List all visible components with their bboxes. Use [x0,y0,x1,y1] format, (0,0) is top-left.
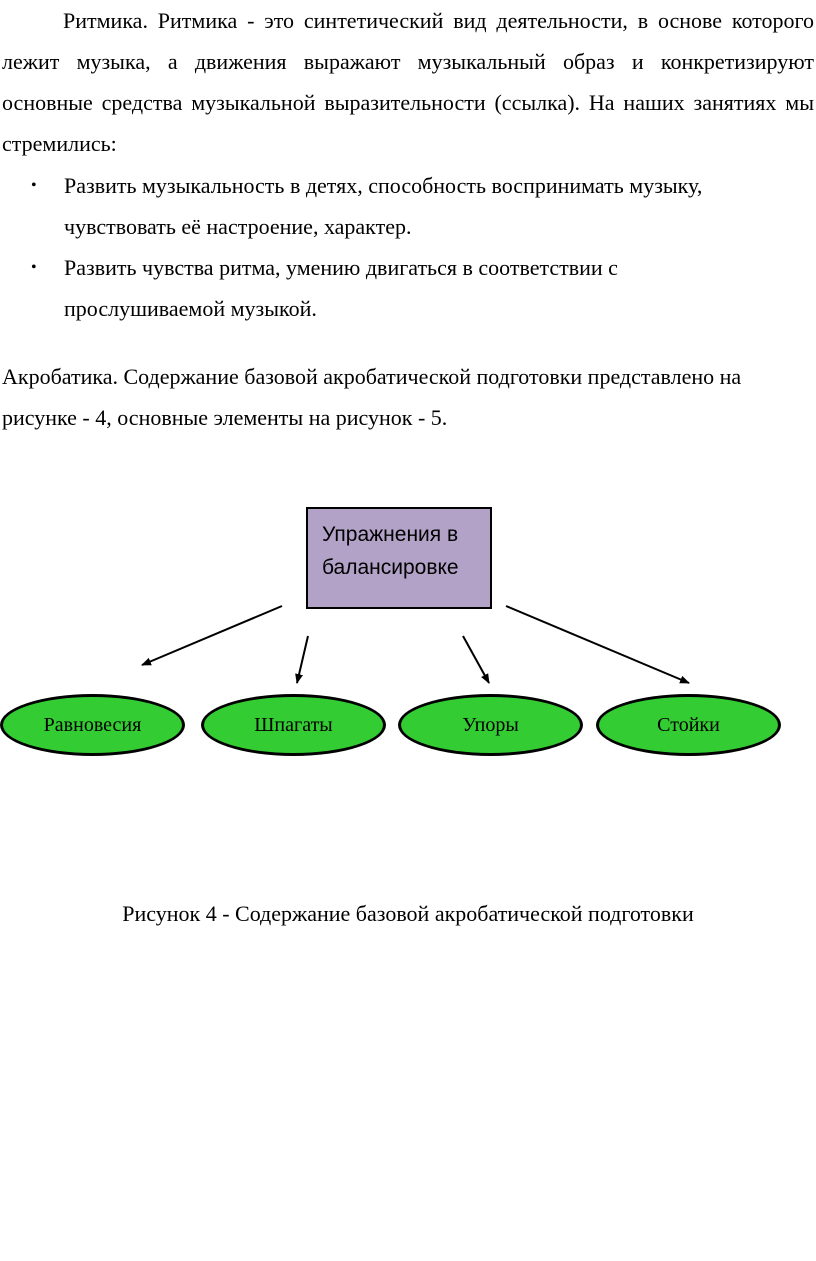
rhythmics-paragraph: Ритмика. Ритмика - это синтетический вид… [2,8,814,156]
acrobatics-diagram: Упражнения в балансировке Равновесия Шпа… [0,500,816,780]
arrow-to-stands [505,605,690,684]
bullet-icon: • [31,177,37,194]
diagram-node-stands: Стойки [596,694,781,756]
diagram-root-box: Упражнения в балансировке [306,507,492,609]
arrow-to-splits [295,635,309,684]
list-item: • Развить чувства ритма, умению двигатьс… [0,247,784,329]
figure-caption: Рисунок 4 - Содержание базовой акробатич… [122,901,694,926]
goals-list: • Развить музыкальность в детях, способн… [0,165,800,329]
list-item-text: Развить чувства ритма, умению двигаться … [64,255,618,321]
arrow-to-balance [141,605,283,666]
bullet-icon: • [31,259,37,276]
list-item-text: Развить музыкальность в детях, способнос… [64,173,703,239]
acrobatics-paragraph: Акробатика. Содержание базовой акробатич… [2,364,742,430]
diagram-node-splits: Шпагаты [201,694,386,756]
arrow-to-supports [462,635,490,684]
diagram-node-supports: Упоры [398,694,583,756]
list-item: • Развить музыкальность в детях, способн… [0,165,784,247]
diagram-node-balance: Равновесия [0,694,185,756]
diagram-arrows [141,605,690,684]
